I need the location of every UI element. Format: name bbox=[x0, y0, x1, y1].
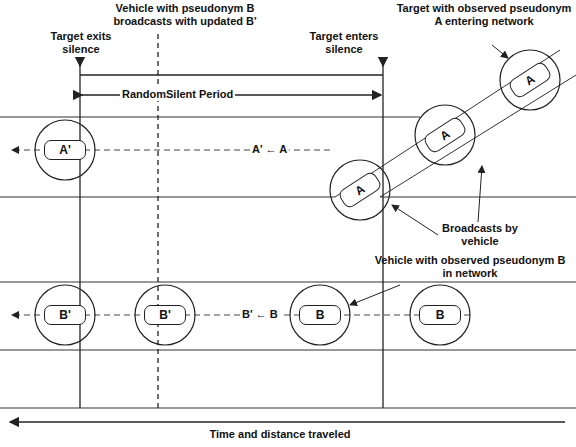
annotation-label: B' ← B bbox=[240, 308, 280, 321]
annotation-label: RandomSilent Period bbox=[120, 88, 235, 101]
annotation-label: A' ← A bbox=[250, 143, 289, 156]
pseudonym-label: A bbox=[438, 127, 453, 143]
pseudonym-label: A bbox=[523, 72, 538, 88]
vehicle: A bbox=[422, 115, 468, 155]
vehicle: B' bbox=[144, 305, 186, 325]
annotation-label: Vehicle with pseudonym B broadcasts with… bbox=[100, 2, 270, 27]
annotation-label: Vehicle with observed pseudonym B in net… bbox=[372, 254, 568, 279]
pseudonym-label: B' bbox=[59, 308, 71, 322]
vehicle: B bbox=[299, 305, 341, 325]
vehicle: B' bbox=[44, 305, 86, 325]
annotation-label: Target enters silence bbox=[296, 30, 392, 55]
pseudonym-label: B bbox=[316, 308, 325, 322]
annotation-label: Time and distance traveled bbox=[140, 428, 420, 441]
annotation-label: Target with observed pseudonym A enterin… bbox=[396, 2, 572, 27]
annotation-label: Target exits silence bbox=[36, 30, 126, 55]
vehicle: A' bbox=[44, 140, 86, 160]
pseudonym-label: B' bbox=[159, 308, 171, 322]
vehicle: A bbox=[337, 170, 383, 210]
pseudonym-label: B bbox=[436, 308, 445, 322]
annotation-label: Broadcasts by vehicle bbox=[440, 222, 520, 247]
vehicle: B bbox=[419, 305, 461, 325]
pseudonym-label: A bbox=[353, 182, 368, 198]
pseudonym-label: A' bbox=[59, 143, 71, 157]
